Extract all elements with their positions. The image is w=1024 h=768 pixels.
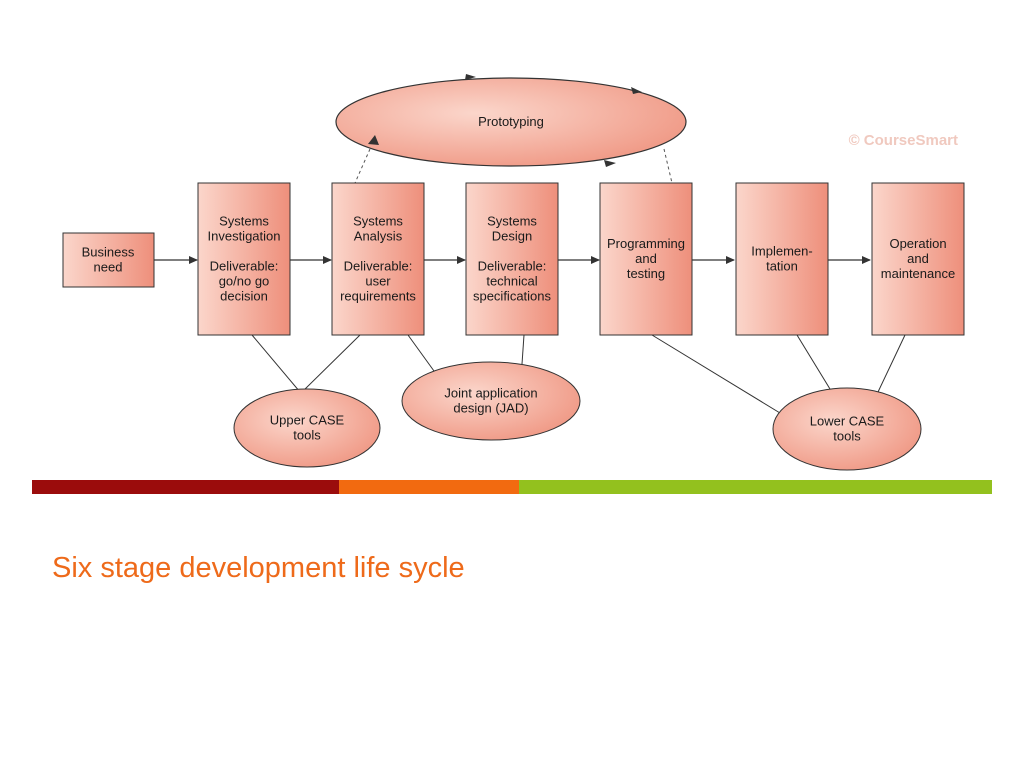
dashed-link-prototyping-analysis	[354, 148, 371, 184]
label-line: technical	[486, 274, 537, 289]
watermark: © CourseSmart	[849, 132, 958, 149]
label-line: Systems	[487, 214, 537, 229]
label-line: Deliverable:	[478, 259, 547, 274]
link-analysis-jad	[407, 334, 435, 372]
label-line: Business	[82, 245, 135, 260]
divider-bar-green	[519, 480, 992, 494]
label-line: Systems	[353, 214, 403, 229]
label-line: tools	[293, 428, 321, 443]
link-implementation-lower-case	[796, 334, 831, 390]
label-line: Joint application	[444, 386, 537, 401]
label-line: tation	[766, 259, 798, 274]
link-design-jad	[521, 334, 525, 365]
label-line: Investigation	[208, 229, 281, 244]
link-investigation-upper-case	[251, 334, 301, 393]
tool-links	[251, 334, 906, 414]
link-programming-lower-case	[651, 334, 781, 414]
implementation-node: Implemen-tation	[735, 182, 829, 336]
cycle-arrow-icon	[465, 74, 476, 80]
label-line: Upper CASE	[270, 413, 345, 428]
label-line: user	[365, 274, 391, 289]
link-analysis-upper-case	[301, 334, 361, 393]
dashed-link-prototyping-programming	[663, 148, 673, 184]
link-operation-lower-case	[877, 334, 906, 393]
prototyping-label: Prototyping	[478, 114, 544, 129]
label-line: Implemen-	[751, 244, 812, 259]
label-line: Analysis	[354, 229, 403, 244]
label-line: maintenance	[881, 266, 955, 281]
cycle-arrow-icon	[604, 160, 616, 167]
dashed-links	[354, 148, 673, 184]
label-line: Deliverable:	[344, 259, 413, 274]
cycle-arrow-icon	[631, 87, 642, 94]
development-lifecycle-diagram: © CourseSmart Prototyping	[62, 74, 965, 471]
label-line: and	[907, 251, 929, 266]
label-line: Prototyping	[478, 114, 544, 129]
slide-caption: Six stage development life sycle	[52, 552, 465, 584]
label-line: Deliverable:	[210, 259, 279, 274]
label-line: Design	[492, 229, 532, 244]
label-line: and	[635, 251, 657, 266]
label-line: go/no go	[219, 274, 270, 289]
cycle-arrow-icon	[368, 135, 379, 145]
label-line: Lower CASE	[810, 414, 885, 429]
label-line: Programming	[607, 236, 685, 251]
label-line: design (JAD)	[453, 401, 528, 416]
label-line: tools	[833, 429, 861, 444]
label-line: Operation	[889, 236, 946, 251]
label-line: need	[94, 260, 123, 275]
label-line: decision	[220, 289, 268, 304]
label-line: specifications	[473, 289, 552, 304]
divider-bar-orange	[339, 480, 519, 494]
prototyping-node: Prototyping	[335, 74, 687, 167]
label-line: testing	[627, 266, 665, 281]
divider-bar-red	[32, 480, 339, 494]
implementation-label: Implemen-tation	[751, 244, 812, 274]
label-line: Systems	[219, 214, 269, 229]
label-line: requirements	[340, 289, 416, 304]
